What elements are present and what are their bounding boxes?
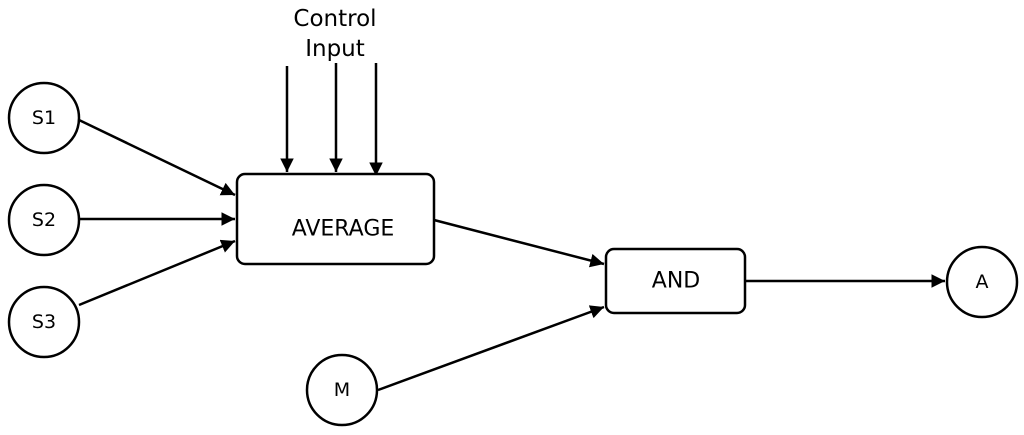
edge-s1-average bbox=[78, 118, 236, 197]
node-s2-label: S2 bbox=[32, 209, 56, 231]
node-s3-label: S3 bbox=[32, 311, 56, 333]
node-s1-label: S1 bbox=[32, 107, 56, 129]
node-and: AND bbox=[604, 247, 747, 315]
edge-average-and bbox=[433, 218, 605, 268]
control-input-label-line1: Control bbox=[293, 6, 376, 32]
node-s1: S1 bbox=[7, 81, 81, 155]
node-and-label: AND bbox=[652, 269, 700, 294]
node-m-label: M bbox=[334, 379, 350, 401]
node-s2: S2 bbox=[7, 183, 81, 257]
node-m: M bbox=[305, 353, 379, 427]
control-input-label-line2: Input bbox=[305, 36, 365, 62]
node-a-label: A bbox=[976, 271, 989, 293]
edge-s3-average bbox=[78, 239, 236, 307]
node-a: A bbox=[945, 245, 1019, 319]
node-average: AVERAGE bbox=[235, 172, 436, 266]
node-average-label: AVERAGE bbox=[292, 217, 395, 242]
edge-m-and bbox=[377, 305, 605, 392]
node-s3: S3 bbox=[7, 285, 81, 359]
